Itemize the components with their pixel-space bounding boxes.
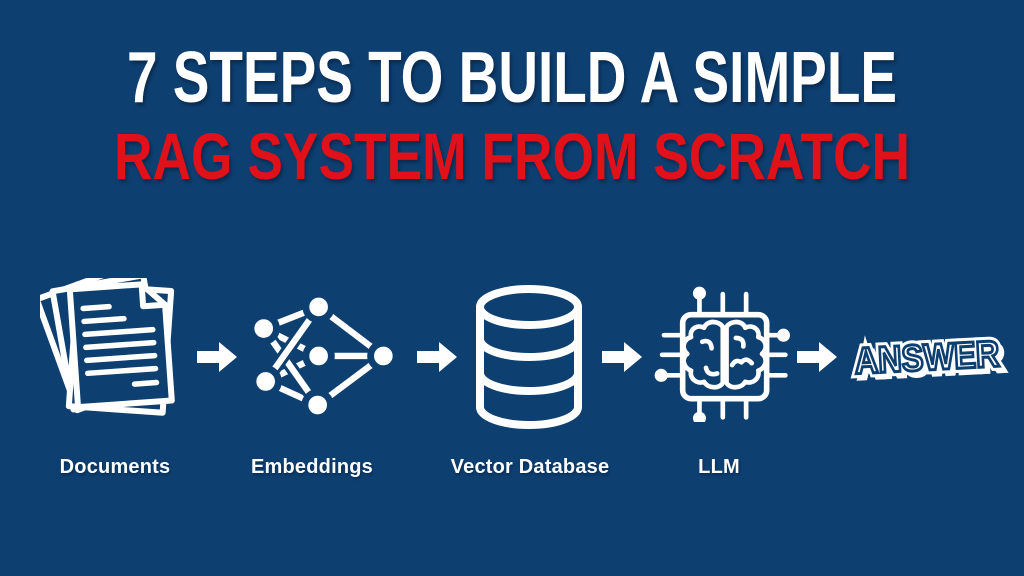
label-vector-database: Vector Database	[450, 456, 610, 478]
right-arrow-icon	[602, 342, 642, 372]
right-arrow-icon	[417, 342, 457, 372]
label-embeddings: Embeddings	[250, 456, 374, 478]
answer-text-main: ANSWER	[854, 333, 1001, 382]
documents-icon	[40, 278, 175, 416]
label-documents: Documents	[59, 456, 171, 478]
title-line-1: 7 STEPS TO BUILD A SIMPLE	[127, 38, 897, 118]
answer-text-shadow: ANSWER	[858, 337, 1005, 386]
database-icon	[476, 285, 582, 429]
document-text-lines	[80, 303, 160, 387]
chip-pins	[654, 286, 790, 422]
chip-brain-icon	[654, 286, 790, 422]
right-arrow-icon	[797, 342, 837, 372]
answer-text: ANSWER ANSWER ANSWER	[849, 330, 1008, 386]
brain-glyph	[681, 319, 768, 390]
title-block: 7 STEPS TO BUILD A SIMPLE RAG SYSTEM FRO…	[114, 38, 910, 193]
neural-network-icon	[249, 292, 400, 418]
document-page-front	[66, 281, 175, 411]
right-arrow-icon	[197, 342, 237, 372]
title-line-2: RAG SYSTEM FROM SCRATCH	[114, 119, 910, 193]
label-llm: LLM	[698, 456, 740, 478]
network-nodes	[249, 292, 400, 418]
